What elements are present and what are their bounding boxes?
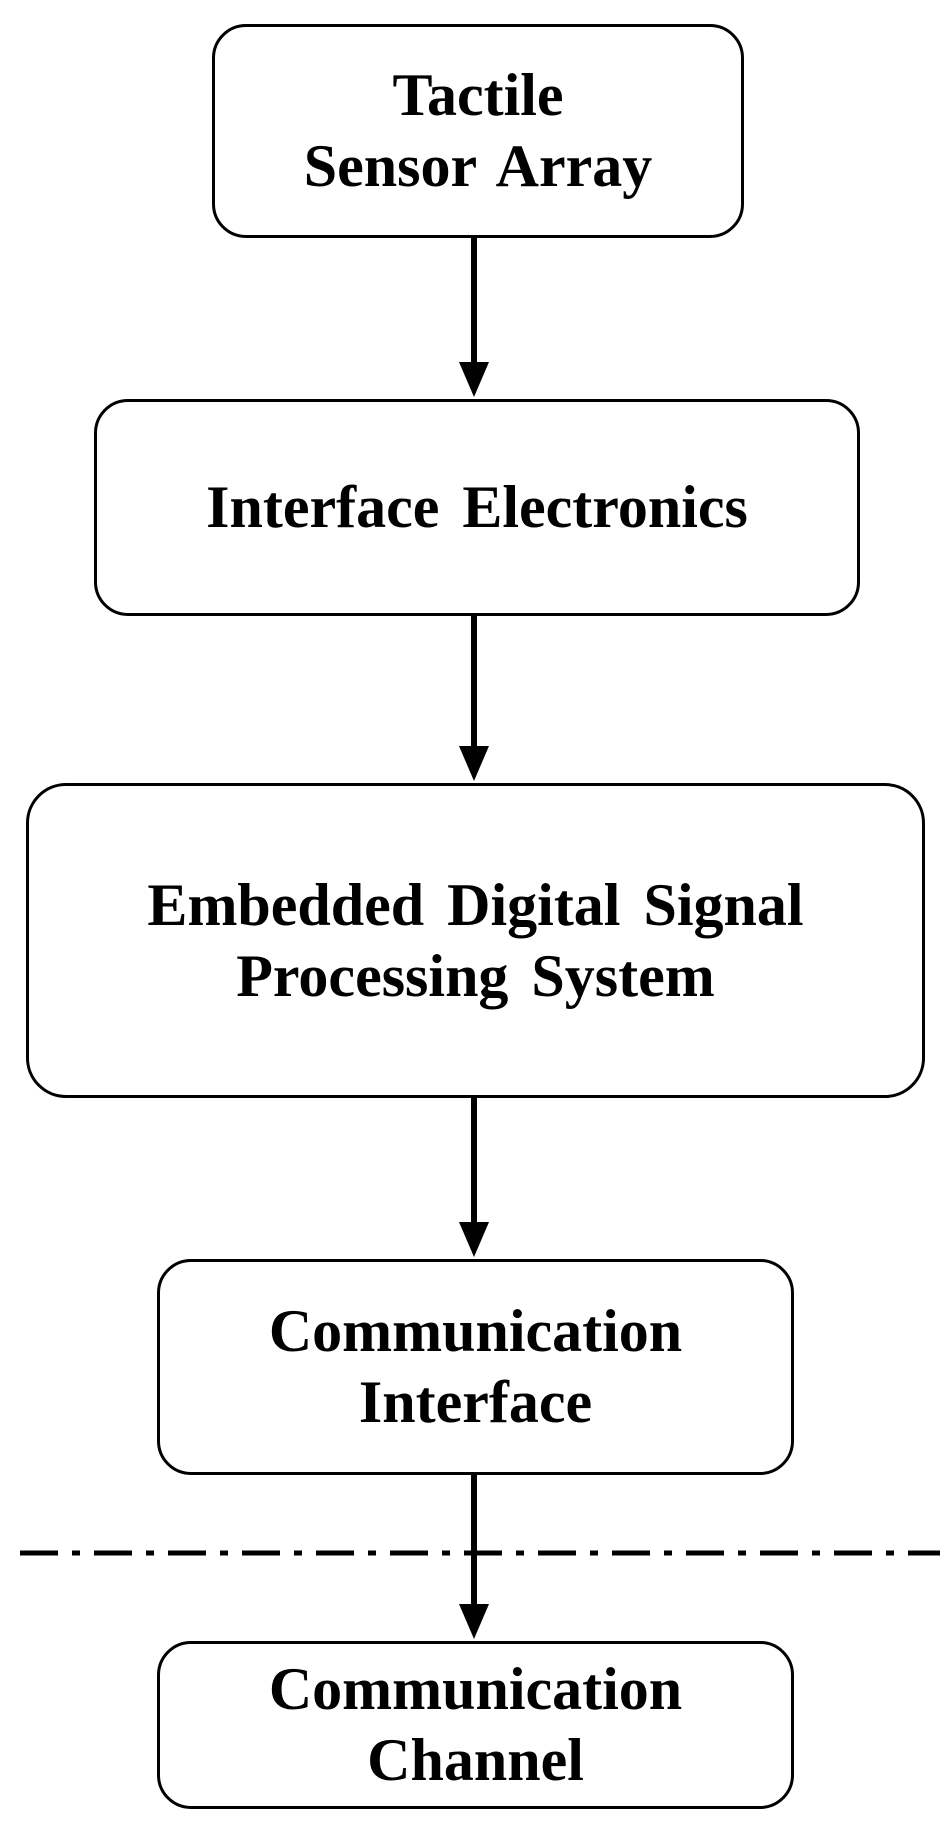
node-label-line: Channel (367, 1727, 584, 1793)
node-embedded-dsp-system: Embedded Digital Signal Processing Syste… (26, 783, 925, 1098)
node-label-line: Interface Electronics (206, 474, 748, 541)
arrowhead-1 (459, 362, 489, 397)
node-label-line: Sensor Array (303, 133, 653, 199)
node-label-line: Embedded Digital Signal (147, 871, 804, 938)
node-communication-interface: Communication Interface (157, 1259, 794, 1475)
arrowhead-3 (459, 1222, 489, 1257)
node-label-line: Tactile (392, 62, 564, 129)
arrowhead-4 (459, 1604, 489, 1639)
arrowhead-2 (459, 746, 489, 781)
node-label-line: Processing System (236, 942, 715, 1009)
node-label-line: Interface (358, 1369, 593, 1435)
node-communication-channel: Communication Channel (157, 1641, 794, 1809)
node-tactile-sensor-array: Tactile Sensor Array (212, 24, 744, 238)
node-label-line: Communication (268, 1298, 683, 1365)
node-interface-electronics: Interface Electronics (94, 399, 860, 616)
node-label-line: Communication (268, 1656, 683, 1723)
